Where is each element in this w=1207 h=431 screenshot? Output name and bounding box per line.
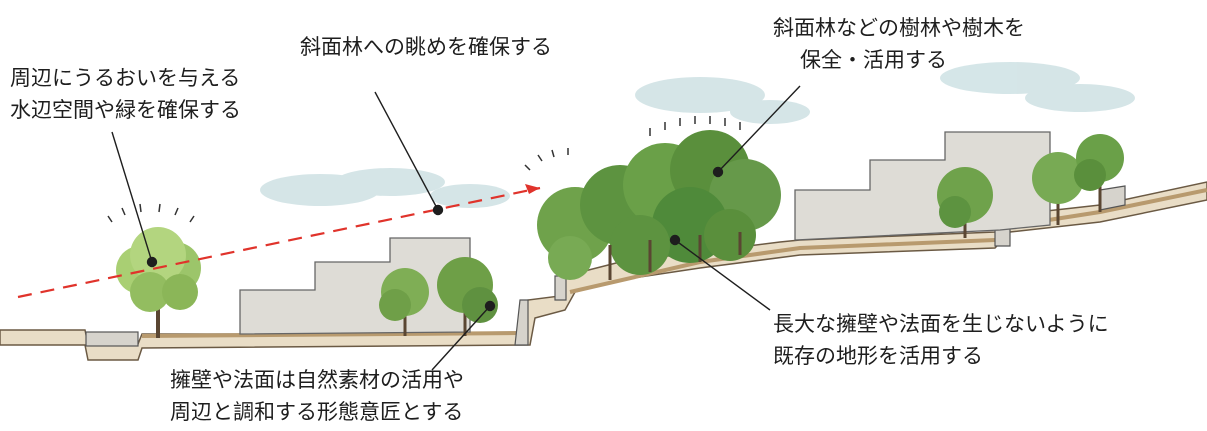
- annotation-line: 斜面林などの樹林や樹木を: [773, 16, 1025, 40]
- leader-lines: [111, 85, 801, 371]
- retaining-annotation: 擁壁や法面は自然素材の活用や 周辺と調和する形態意匠とする: [170, 364, 464, 428]
- annotation-line: 水辺空間や緑を確保する: [10, 98, 241, 122]
- preserve-annotation: 斜面林などの樹林や樹木を 保全・活用する: [773, 12, 1025, 76]
- view-annotation: 斜面林への眺めを確保する: [300, 31, 552, 63]
- annotation-line: 長大な擁壁や法面を生じないように: [773, 312, 1109, 336]
- terrain-annotation: 長大な擁壁や法面を生じないように 既存の地形を活用する: [773, 308, 1109, 372]
- annotation-line: 既存の地形を活用する: [773, 344, 983, 368]
- sketch-marks: [107, 116, 741, 223]
- annotation-line: 周辺にうるおいを与える: [10, 66, 241, 90]
- trees: [116, 130, 1124, 338]
- annotation-line: 擁壁や法面は自然素材の活用や: [170, 368, 464, 392]
- annotation-line: 斜面林への眺めを確保する: [300, 35, 552, 59]
- waterside-annotation: 周辺にうるおいを与える 水辺空間や緑を確保する: [10, 62, 241, 126]
- building-trees-left: [379, 257, 498, 336]
- annotation-line: 周辺と調和する形態意匠とする: [170, 400, 464, 424]
- annotation-line: 保全・活用する: [800, 48, 947, 72]
- slope-forest: [537, 130, 781, 280]
- waterside-tree: [116, 227, 201, 338]
- sightline-arrow: [17, 184, 541, 299]
- right-trees: [937, 134, 1124, 238]
- sky-wash: [260, 62, 1135, 208]
